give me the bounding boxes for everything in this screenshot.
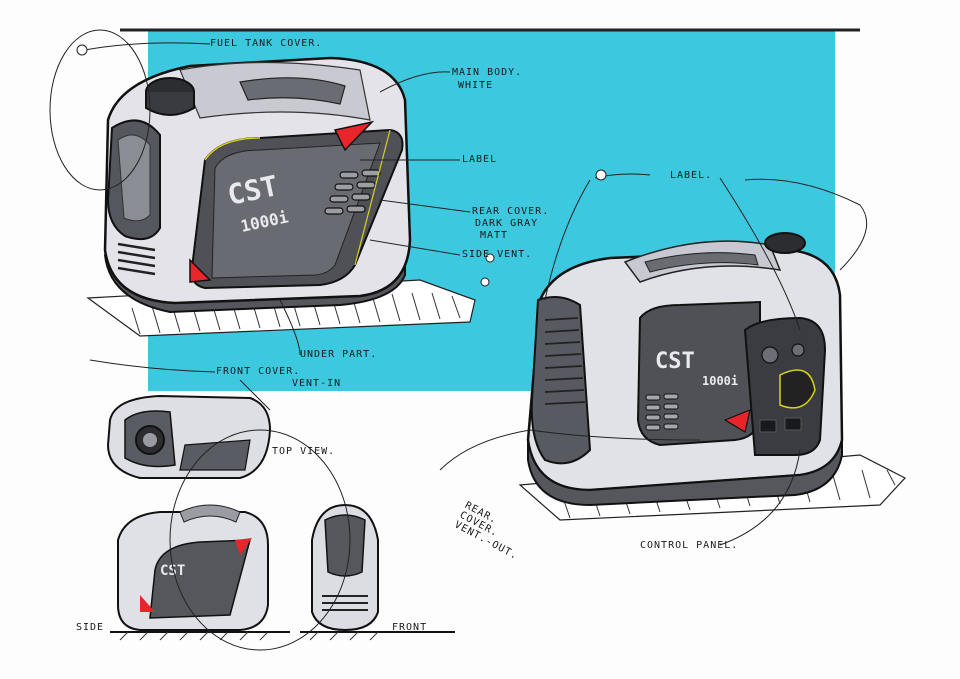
callout-label-left: LABEL [462, 154, 498, 165]
callout-fuel-tank-cover: FUEL TANK COVER. [210, 38, 323, 49]
side-view-generator: CST [110, 504, 290, 633]
callout-side-vent: SIDE VENT. [462, 249, 533, 260]
callout-control-panel: CONTROL PANEL. [640, 540, 739, 551]
callout-label-right: LABEL. [670, 170, 713, 181]
callout-under-part: UNDER PART. [300, 349, 378, 360]
callout-front: FRONT [392, 622, 428, 633]
main-generator-view: CST 1000i [86, 56, 476, 337]
callout-front-cover: FRONT COVER. [216, 366, 301, 377]
callout-rear-cover: REAR COVER. [472, 206, 550, 217]
small-views-ground-hatch [119, 631, 379, 641]
callout-rear-cover-finish: MATT [480, 230, 509, 241]
top-view-generator [106, 394, 272, 479]
front-view-generator [300, 503, 455, 633]
svg-text:CST: CST [655, 349, 695, 374]
leader-lines [49, 29, 868, 651]
callout-main-body-color: WHITE [458, 80, 494, 91]
control-panel-generator-view: CST 1000i [518, 232, 906, 521]
callout-side: SIDE [76, 622, 105, 633]
svg-text:CST: CST [160, 563, 185, 579]
callout-top-view: TOP VIEW. [272, 446, 336, 457]
svg-text:1000i: 1000i [702, 374, 738, 388]
callout-vent-in: VENT-IN [292, 378, 342, 389]
callout-rear-cover-color: DARK GRAY [475, 218, 539, 229]
callout-main-body: MAIN BODY. [452, 67, 523, 78]
